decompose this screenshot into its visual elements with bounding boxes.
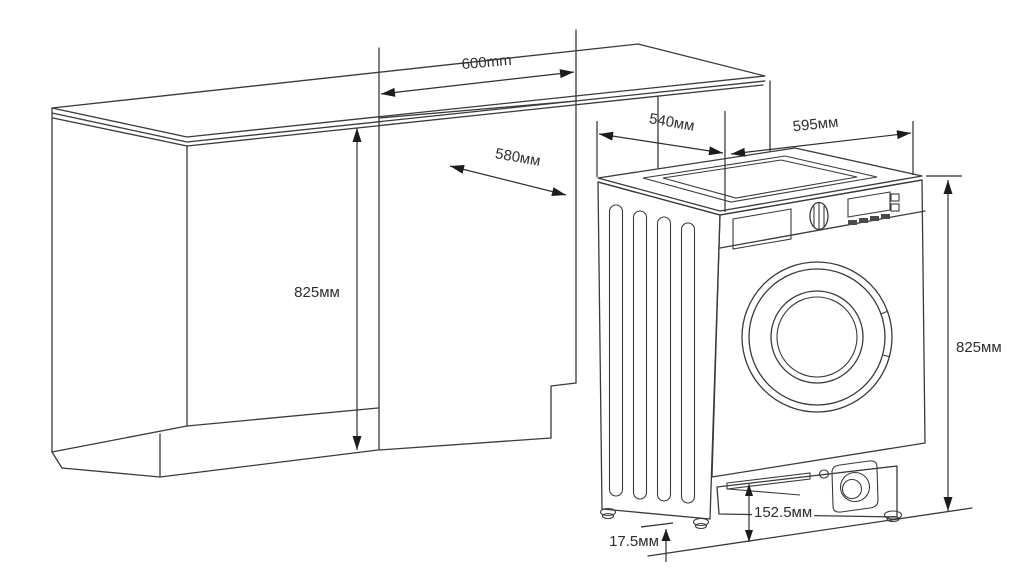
arrowhead-right (708, 146, 723, 156)
arrowhead-bottom (352, 436, 362, 450)
arrowhead-left (381, 87, 396, 97)
arrowhead-left (450, 165, 465, 174)
front-panel-outline (711, 179, 926, 478)
control-panel (732, 191, 900, 250)
arrowhead-top (661, 529, 671, 541)
extension-tick (640, 522, 674, 528)
dimension-niche-height: 825мм (294, 128, 362, 450)
vent-slot-1 (608, 204, 624, 497)
door-outer-ring (741, 261, 893, 413)
floor-datum-line (647, 507, 973, 557)
arrowhead-right (551, 187, 566, 196)
machine-front-panel (711, 179, 926, 478)
dimension-niche-depth: 580мм (449, 145, 567, 196)
door-glass-outer (770, 290, 864, 384)
pump-cover-cap (839, 471, 871, 503)
pump-cover (818, 460, 879, 513)
option-button-bottom (890, 203, 900, 212)
washing-machine (597, 147, 973, 557)
arrowhead-top (745, 484, 753, 496)
arrowhead-right (896, 130, 911, 140)
machine-vent-slots (608, 204, 696, 504)
arrowhead-bottom (943, 497, 953, 511)
foot-front-right (883, 510, 903, 520)
foot-front-left-pad (694, 522, 708, 530)
counter-floor-line (159, 449, 379, 478)
option-button-top (890, 193, 900, 202)
machine-side-panel (597, 181, 721, 520)
dimension-line (598, 133, 724, 154)
foot-front-left (692, 517, 710, 527)
dimension-label-machine-width: 595мм (792, 114, 839, 136)
control-button-4 (881, 214, 890, 219)
lid-outer-edge (597, 147, 923, 212)
vent-slot-4 (680, 222, 696, 504)
side-panel-outline (597, 181, 721, 520)
niche-floor (378, 437, 552, 451)
door-handle (880, 310, 891, 358)
program-knob-ridges (813, 203, 825, 229)
dimension-line (380, 71, 575, 95)
dimension-base-height: 152.5мм (745, 484, 815, 542)
kitchen-counter (51, 29, 771, 478)
machine-top-lid (597, 147, 923, 216)
dimension-label-niche-depth: 580мм (494, 145, 542, 170)
lid-inner-panel (642, 155, 878, 203)
dimension-label-machine-height: 825мм (956, 339, 1002, 356)
counter-left-panel-bottom (51, 425, 188, 453)
lid-inner-panel-2 (662, 159, 858, 199)
kick-recess-slot (726, 472, 811, 490)
arrowhead-top (943, 180, 953, 194)
dimension-label-niche-height: 825мм (294, 284, 340, 301)
control-buttons (848, 214, 890, 225)
dimension-line (449, 165, 567, 196)
niche-plinth-step (550, 382, 577, 439)
dimension-machine-width: 595мм (730, 114, 914, 175)
control-panel-bottom-line (719, 210, 926, 249)
arrowhead-top (352, 128, 362, 142)
control-button-2 (859, 218, 868, 223)
door-mid-ring (748, 268, 886, 406)
foot-back-pad (601, 512, 615, 520)
dimension-label-machine-depth: 540мм (648, 110, 696, 135)
counter-plinth-step (51, 451, 161, 478)
program-knob (809, 201, 829, 231)
door-glass-inner (776, 296, 858, 378)
dimension-line (730, 132, 912, 155)
control-button-3 (870, 216, 879, 221)
pump-cover-cap-inner (841, 478, 863, 500)
foot-back (599, 507, 617, 517)
dimension-niche-width: 600mm (380, 52, 575, 97)
arrowhead-bottom (745, 530, 753, 542)
drain-hose-outlet (818, 469, 830, 479)
control-button-1 (848, 220, 857, 225)
dimension-label-niche-width: 600mm (461, 52, 512, 73)
machine-feet (599, 507, 903, 530)
detergent-drawer (732, 208, 792, 250)
counter-left-section-bottom (186, 407, 379, 427)
dimension-label-foot-height: 17.5мм (609, 533, 659, 550)
niche-back-top-edge (378, 100, 577, 119)
vent-slot-3 (656, 216, 672, 502)
counter-top-surface (51, 43, 766, 138)
machine-door (741, 261, 893, 413)
arrowhead-left (599, 131, 614, 141)
arrowhead-right (559, 69, 574, 79)
dimension-foot-height: 17.5мм (606, 522, 674, 562)
kick-recess-line (727, 488, 801, 496)
pump-cover-plate (831, 460, 879, 513)
arrowhead-left (731, 147, 746, 157)
dimension-machine-height: 825мм (926, 175, 1002, 511)
dimension-label-base-height: 152.5мм (754, 504, 812, 521)
vent-slot-2 (632, 210, 648, 500)
display-screen (847, 191, 891, 218)
